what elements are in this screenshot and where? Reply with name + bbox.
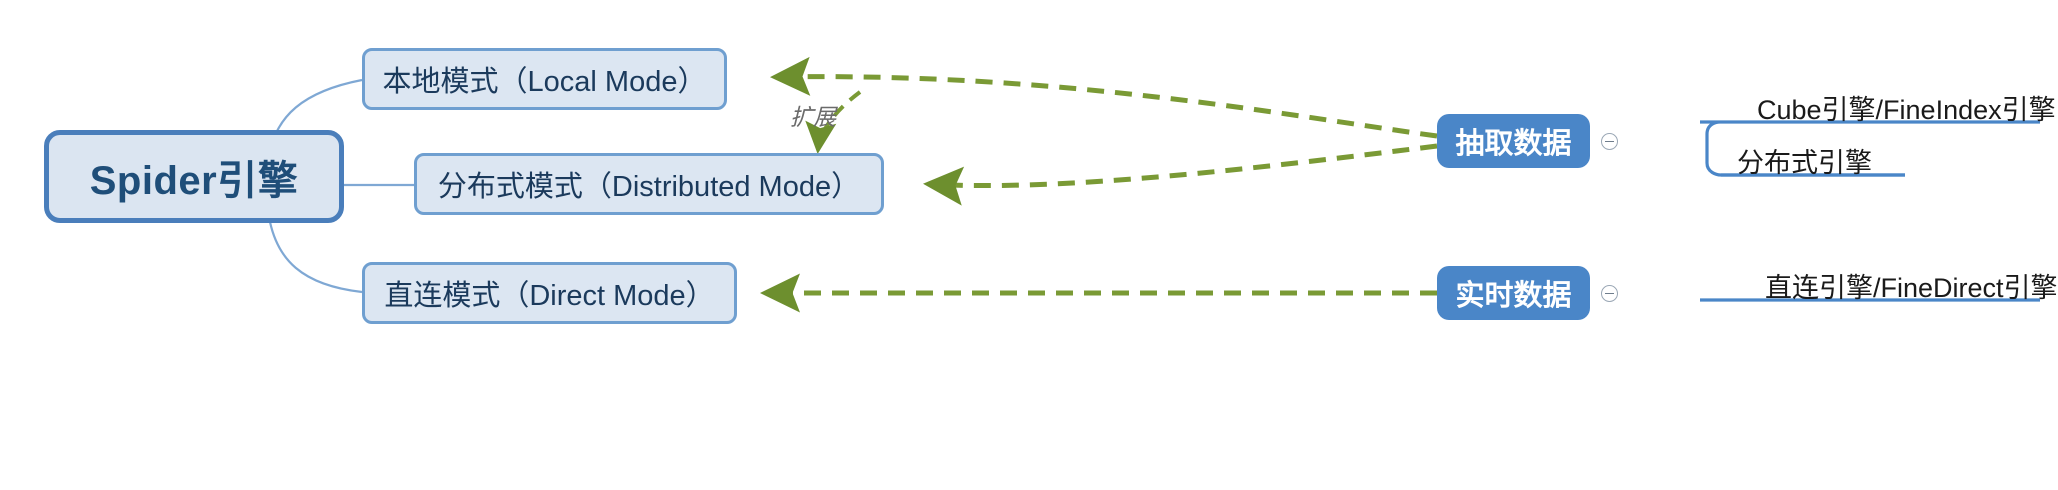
leaf-node-direct-engine-label: 直连引擎/FineDirect引擎 (1765, 273, 2058, 303)
node-extract-data[interactable]: 抽取数据 (1437, 114, 1590, 168)
leaf-node-direct-engine[interactable]: 直连引擎/FineDirect引擎 (1765, 266, 2058, 305)
collapse-circle-icon[interactable] (1601, 285, 1618, 302)
branch-node-distributed-mode[interactable]: 分布式模式（Distributed Mode） (414, 153, 884, 215)
annotation-extend: 扩展 (790, 98, 836, 132)
leaf-node-distributed-engine-label: 分布式引擎 (1737, 148, 1872, 178)
node-realtime-data-label: 实时数据 (1455, 280, 1572, 312)
branch-node-local-mode-label: 本地模式（Local Mode） (382, 66, 707, 98)
collapse-circle-icon[interactable] (1601, 133, 1618, 150)
branch-node-direct-mode[interactable]: 直连模式（Direct Mode） (362, 262, 737, 324)
leaf-node-cube-engine[interactable]: Cube引擎/FineIndex引擎 (1757, 88, 2056, 127)
branch-node-distributed-mode-label: 分布式模式（Distributed Mode） (437, 171, 861, 203)
node-realtime-data[interactable]: 实时数据 (1437, 266, 1590, 320)
branch-node-direct-mode-label: 直连模式（Direct Mode） (384, 280, 715, 312)
root-node-spider-engine[interactable]: Spider引擎 (44, 130, 344, 223)
leaf-node-distributed-engine[interactable]: 分布式引擎 (1737, 141, 1872, 180)
leaf-node-cube-engine-label: Cube引擎/FineIndex引擎 (1757, 95, 2056, 125)
root-node-label: Spider引擎 (89, 158, 299, 203)
extract-to-local-arrow (770, 56, 1438, 139)
branch-node-local-mode[interactable]: 本地模式（Local Mode） (362, 48, 727, 110)
extract-to-distributed-arrow (923, 143, 1438, 206)
node-extract-data-label: 抽取数据 (1455, 128, 1572, 160)
annotation-extend-label: 扩展 (790, 104, 836, 130)
